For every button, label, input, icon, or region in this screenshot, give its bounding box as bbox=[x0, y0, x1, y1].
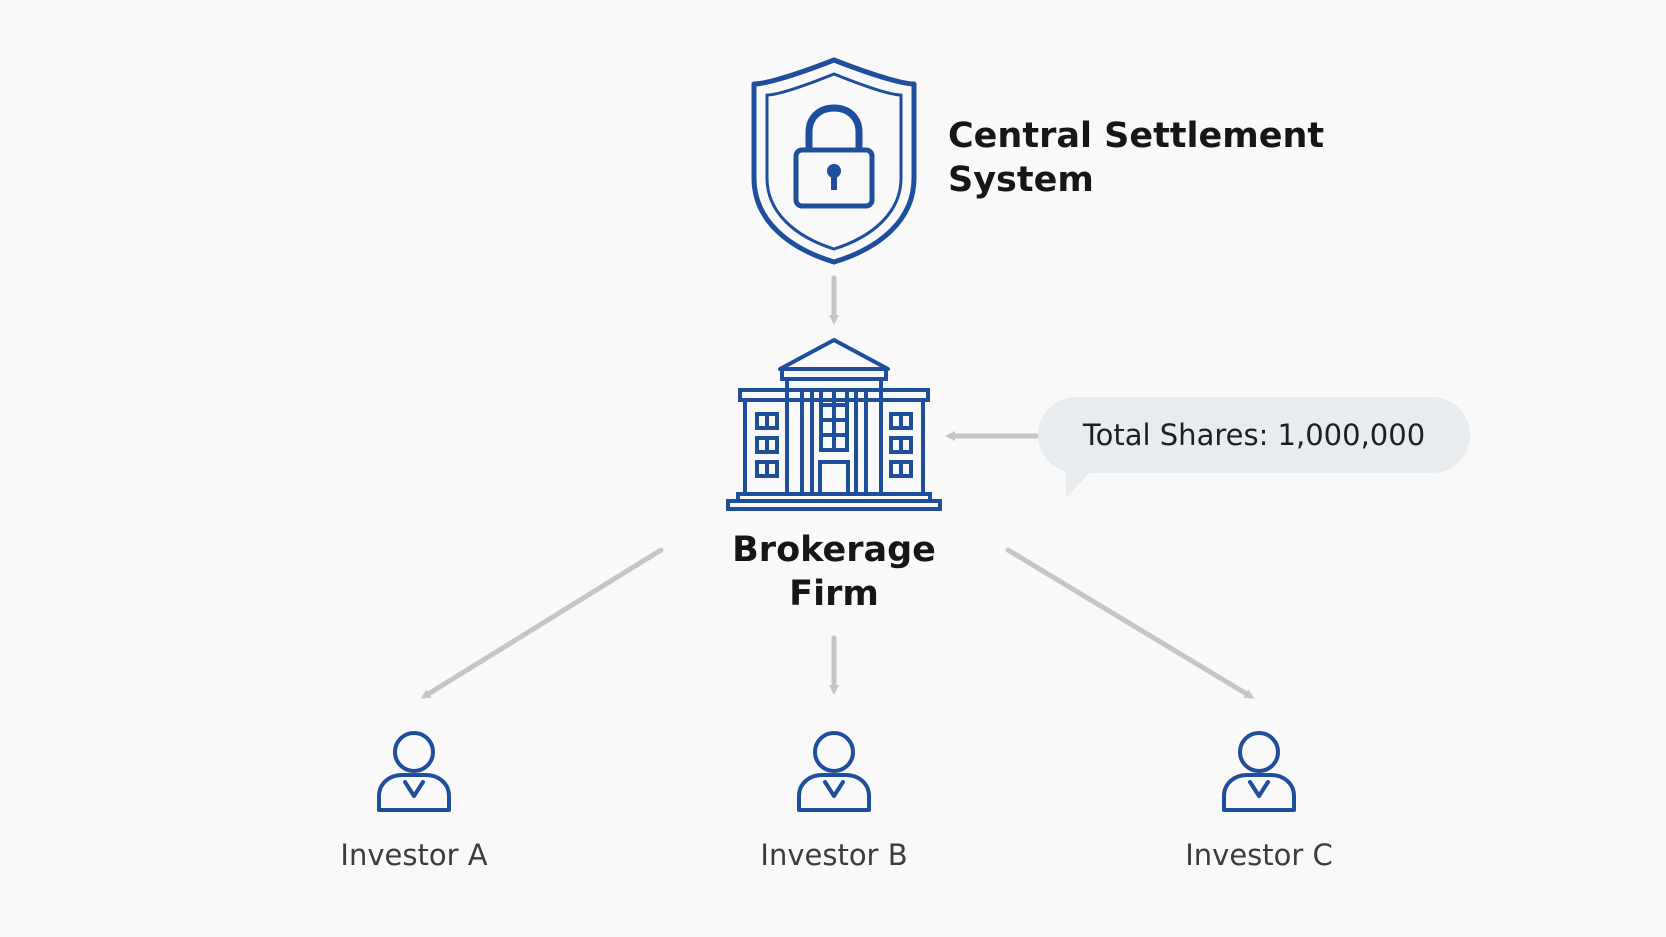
central-label-line-1: Central Settlement bbox=[948, 116, 1325, 156]
total-shares-text: Total Shares: 1,000,000 bbox=[1082, 418, 1426, 452]
total-shares-callout: Total Shares: 1,000,000 bbox=[1038, 397, 1470, 473]
arrow-broker-to-investor-a bbox=[420, 547, 664, 699]
shield-lock-icon bbox=[751, 57, 917, 265]
central-label-line-2: System bbox=[948, 160, 1094, 200]
person-icon bbox=[377, 731, 451, 812]
person-icon bbox=[1222, 731, 1296, 812]
person-icon bbox=[797, 731, 871, 812]
central-settlement-label: Central Settlement System bbox=[948, 114, 1324, 202]
broker-label-line-1: Brokerage bbox=[732, 530, 936, 570]
broker-label-line-2: Firm bbox=[789, 574, 879, 614]
investor-c-text: Investor C bbox=[1185, 838, 1333, 872]
investor-b-text: Investor B bbox=[760, 838, 908, 872]
bank-building-icon bbox=[726, 338, 942, 511]
arrow-broker-to-investor-c bbox=[1005, 547, 1255, 699]
investor-a-text: Investor A bbox=[340, 838, 488, 872]
